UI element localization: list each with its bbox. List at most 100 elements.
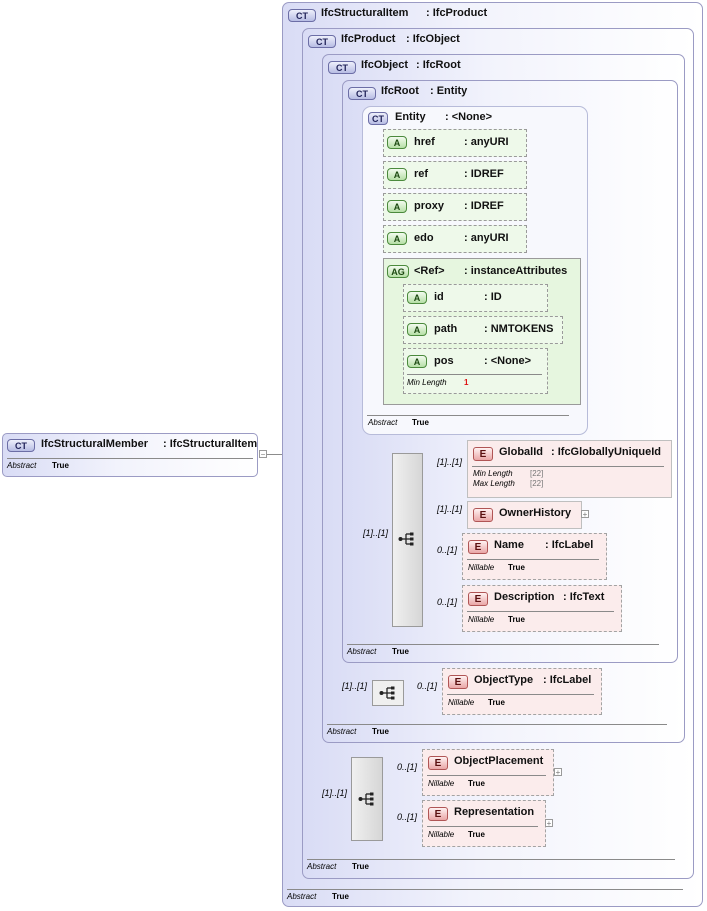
complex-type-icon: CT — [348, 87, 376, 100]
facet-value: True — [508, 615, 525, 624]
element-cardinality: 0..[1] — [437, 597, 458, 607]
abstract-value: True — [352, 862, 369, 871]
attribute-name: edo — [414, 232, 434, 244]
element-type: : IfcLabel — [543, 674, 592, 686]
expand-button[interactable]: + — [581, 510, 589, 519]
attribute-edo[interactable]: A edo : anyURI — [383, 225, 527, 253]
abstract-value: True — [372, 727, 389, 736]
sequence-cardinality: [1]..[1] — [342, 681, 368, 691]
type-name: IfcObject — [361, 59, 409, 71]
facet-label: Nillable — [428, 779, 455, 788]
sequence-compositor[interactable] — [351, 757, 383, 841]
attribute-type: : IDREF — [464, 200, 504, 212]
element-name: Name — [494, 539, 524, 551]
element-cardinality: 0..[1] — [417, 681, 438, 691]
attribute-type: : ID — [484, 291, 502, 303]
element-name: Representation — [454, 806, 535, 818]
element-objecttype[interactable]: E ObjectType : IfcLabel Nillable True — [442, 668, 602, 715]
complex-type-icon: CT — [7, 439, 35, 452]
attribute-path[interactable]: A path : NMTOKENS — [403, 316, 563, 344]
attribute-type: : NMTOKENS — [484, 323, 554, 335]
abstract-value: True — [392, 647, 409, 656]
facet-label: Nillable — [468, 563, 495, 572]
attribute-icon: A — [387, 136, 407, 149]
abstract-label: Abstract — [327, 727, 357, 736]
attribute-type: : anyURI — [464, 136, 509, 148]
attribute-href[interactable]: A href : anyURI — [383, 129, 527, 157]
attribute-icon: A — [387, 232, 407, 245]
type-base: : IfcObject — [406, 33, 460, 45]
complex-type-icon: CT — [328, 61, 356, 74]
facet-label: Nillable — [468, 615, 495, 624]
element-name: OwnerHistory — [499, 507, 572, 519]
element-cardinality: [1]..[1] — [437, 457, 463, 467]
type-name: IfcRoot — [381, 85, 419, 97]
root-name: IfcStructuralMember — [41, 438, 148, 450]
attribute-pos[interactable]: A pos : <None> Min Length 1 — [403, 348, 548, 394]
abstract-value: True — [332, 892, 349, 901]
facet-value: [22] — [530, 479, 544, 488]
complex-type-icon: CT — [308, 35, 336, 48]
element-name: ObjectPlacement — [454, 755, 544, 767]
attribute-icon: A — [407, 291, 427, 304]
root-abstract-label: Abstract — [7, 461, 37, 470]
facet-label: Nillable — [428, 830, 455, 839]
abstract-value: True — [412, 418, 429, 427]
facet-label: Min Length — [473, 469, 513, 478]
abstract-label: Abstract — [287, 892, 317, 901]
sequence-cardinality: [1]..[1] — [322, 788, 348, 798]
attribute-name: path — [434, 323, 458, 335]
attribute-proxy[interactable]: A proxy : IDREF — [383, 193, 527, 221]
complex-type-icon: CT — [288, 9, 316, 22]
element-ownerhistory[interactable]: E OwnerHistory — [467, 501, 582, 529]
complex-type-icon: CT — [368, 112, 388, 125]
element-representation[interactable]: E Representation Nillable True — [422, 800, 546, 847]
attribute-group-name: <Ref> — [414, 265, 445, 277]
type-base: : IfcProduct — [426, 7, 488, 19]
abstract-label: Abstract — [347, 647, 377, 656]
element-globalid[interactable]: E GlobalId : IfcGloballyUniqueId Min Len… — [467, 440, 672, 498]
attribute-type: : <None> — [484, 355, 532, 367]
type-base: : <None> — [445, 111, 493, 123]
sequence-icon — [358, 792, 374, 806]
abstract-label: Abstract — [307, 862, 337, 871]
expand-button[interactable]: + — [545, 819, 553, 828]
attribute-name: pos — [434, 355, 454, 367]
attribute-id[interactable]: A id : ID — [403, 284, 548, 312]
attribute-icon: A — [407, 323, 427, 336]
element-name: Description — [494, 591, 555, 603]
attribute-type: : IDREF — [464, 168, 504, 180]
element-icon: E — [428, 807, 448, 821]
attribute-name: id — [434, 291, 444, 303]
type-name: IfcProduct — [341, 33, 396, 45]
expand-button[interactable]: + — [554, 768, 562, 777]
attribute-ref[interactable]: A ref : IDREF — [383, 161, 527, 189]
attribute-group-type: : instanceAttributes — [464, 265, 568, 277]
attribute-type: : anyURI — [464, 232, 509, 244]
facet-label: Nillable — [448, 698, 475, 707]
facet-label: Max Length — [473, 479, 515, 488]
sequence-compositor[interactable] — [372, 680, 404, 706]
element-name-field[interactable]: E Name : IfcLabel Nillable True — [462, 533, 607, 580]
collapse-button[interactable]: − — [259, 450, 267, 459]
root-complex-type-box[interactable]: CT IfcStructuralMember : IfcStructuralIt… — [2, 433, 258, 477]
root-type: : IfcStructuralItem — [163, 438, 258, 450]
element-icon: E — [428, 756, 448, 770]
attribute-name: proxy — [414, 200, 444, 212]
facet-value: True — [508, 563, 525, 572]
element-description[interactable]: E Description : IfcText Nillable True — [462, 585, 622, 632]
type-base: : Entity — [430, 85, 468, 97]
attribute-name: ref — [414, 168, 429, 180]
element-type: : IfcGloballyUniqueId — [551, 446, 662, 458]
sequence-icon — [379, 686, 395, 700]
attribute-icon: A — [387, 200, 407, 213]
sequence-compositor[interactable] — [392, 453, 423, 627]
attribute-icon: A — [387, 168, 407, 181]
element-cardinality: [1]..[1] — [437, 504, 463, 514]
element-objectplacement[interactable]: E ObjectPlacement Nillable True — [422, 749, 554, 796]
facet-value: 1 — [464, 378, 469, 387]
element-icon: E — [468, 592, 488, 606]
element-icon: E — [473, 508, 493, 522]
facet-label: Min Length — [407, 378, 447, 387]
attribute-name: href — [414, 136, 435, 148]
